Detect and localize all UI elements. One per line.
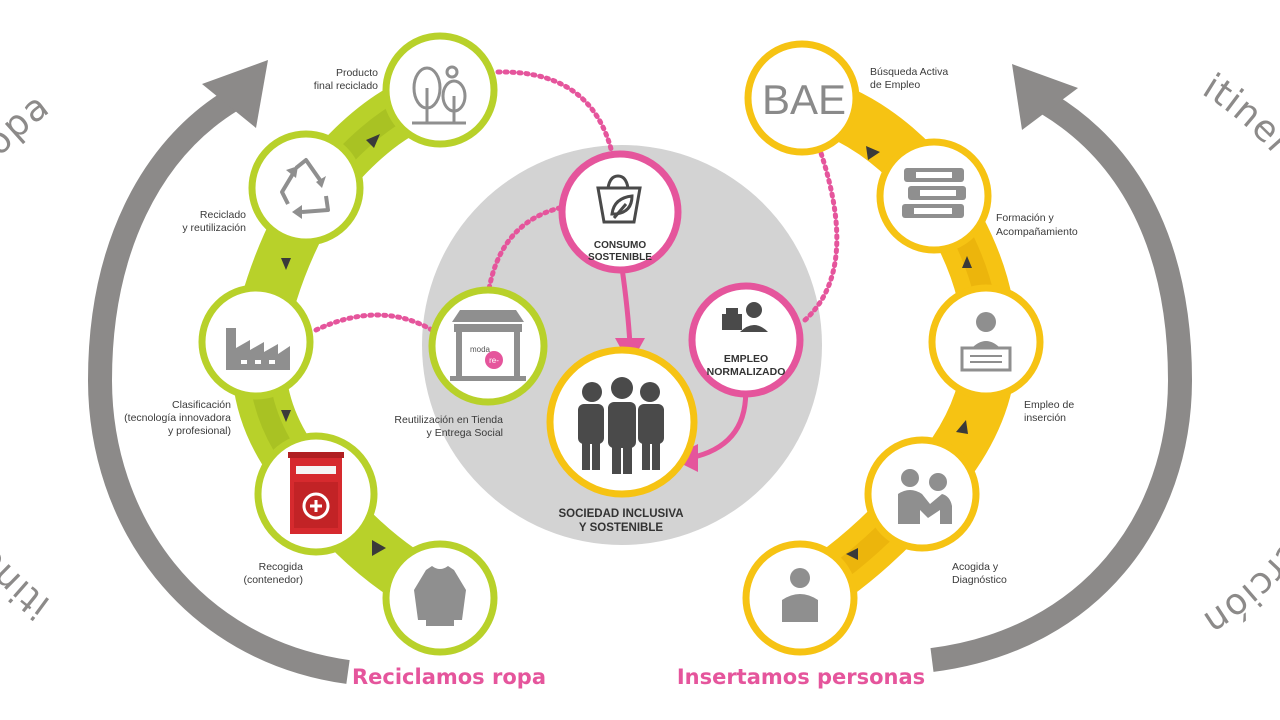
formacion-label-1: Formación y	[996, 212, 1055, 224]
consumo-label-line1: CONSUMO	[594, 240, 646, 251]
bae-label-2: de Empleo	[870, 79, 920, 91]
right-chain-arrows	[846, 146, 972, 560]
bottom-left-title: Reciclamos ropa	[352, 665, 546, 689]
node-sociedad-inclusiva	[546, 346, 698, 498]
sociedad-label-1: SOCIEDAD INCLUSIVA	[558, 508, 683, 520]
step-bae: BAE	[744, 40, 860, 156]
sociedad-label-2: Y SOSTENIBLE	[579, 522, 663, 534]
left-arc-title: itinerario de reciclado de ropa	[0, 85, 57, 627]
tienda-label-2: y Entrega Social	[427, 427, 503, 439]
acogida-label-1: Acogida y	[952, 561, 999, 573]
shopping-bag-leaf-icon	[596, 174, 642, 224]
empleo-insercion-label-2: inserción	[1024, 412, 1066, 424]
shop-icon: moda re-	[450, 310, 526, 381]
formacion-label-2: Acompañamiento	[996, 226, 1078, 238]
reciclado-label-1: Reciclado	[200, 209, 246, 221]
embrace-icon	[898, 469, 952, 524]
collection-container-image	[288, 452, 344, 534]
left-chain-arrows	[281, 134, 386, 556]
bottom-right-title: Insertamos personas	[677, 665, 925, 689]
right-cycle-arrow	[930, 64, 1193, 672]
reciclado-label-2: y reutilización	[182, 222, 246, 234]
recycle-icon	[280, 158, 330, 219]
people-group-icon	[578, 377, 664, 474]
pink-dotted-connectors	[313, 69, 840, 333]
empleo-insercion-label-1: Empleo de	[1024, 399, 1074, 411]
step-producto-final-reciclado	[382, 32, 498, 148]
right-step-labels: Búsqueda Activa de Empleo Formación y Ac…	[870, 66, 1078, 586]
clasificacion-label-3: y profesional)	[168, 425, 231, 437]
books-icon	[902, 168, 966, 218]
step-empleo-insercion	[928, 284, 1044, 400]
left-step-labels: Producto final reciclado Reciclado y reu…	[124, 67, 378, 586]
step-ropa	[382, 540, 498, 656]
producto-label-1: Producto	[336, 67, 378, 79]
node-consumo-sostenible: CONSUMO SOSTENIBLE	[558, 150, 682, 274]
empleo-normalizado-line2: NORMALIZADO	[707, 366, 786, 378]
right-arc-title: itinerario de empleo de inserción	[1196, 66, 1280, 643]
left-cycle-arrow	[87, 60, 350, 684]
shop-sign-re: re-	[489, 356, 499, 365]
consumo-label-line2: SOSTENIBLE	[588, 252, 652, 263]
step-acogida	[864, 436, 980, 552]
step-formacion	[876, 138, 992, 254]
clasificacion-label-1: Clasificación	[172, 399, 231, 411]
step-persona	[742, 540, 858, 656]
sweater-icon	[414, 566, 466, 626]
step-clasificacion	[198, 284, 314, 400]
factory-icon	[226, 328, 290, 370]
acogida-label-2: Diagnóstico	[952, 574, 1007, 586]
empleo-normalizado-line1: EMPLEO	[724, 353, 768, 365]
node-tienda: moda re-	[428, 286, 548, 406]
clasificacion-label-2: (tecnología innovadora	[124, 412, 231, 424]
bae-icon-text: BAE	[762, 76, 846, 123]
recogida-label-2: (contenedor)	[243, 574, 303, 586]
tienda-label-1: Reutilización en Tienda	[394, 414, 503, 426]
person-icon	[782, 568, 818, 622]
trees-icon	[412, 65, 467, 125]
node-empleo-normalizado: EMPLEO NORMALIZADO	[688, 282, 804, 398]
recogida-label-1: Recogida	[259, 561, 304, 573]
worker-icon	[960, 312, 1012, 372]
step-reciclado	[248, 130, 364, 246]
step-recogida	[254, 432, 378, 556]
center-labels: Reutilización en Tienda y Entrega Social…	[394, 414, 683, 534]
cashier-icon	[722, 302, 768, 332]
producto-label-2: final reciclado	[314, 80, 378, 92]
shop-sign-moda: moda	[470, 345, 491, 354]
bae-label-1: Búsqueda Activa	[870, 66, 948, 78]
